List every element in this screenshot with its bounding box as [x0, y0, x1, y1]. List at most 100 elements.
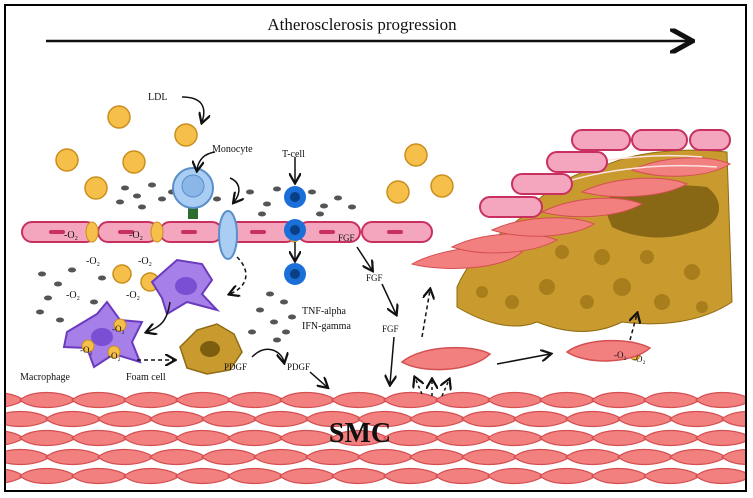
smc-cell: [539, 391, 598, 409]
cytokine-dots: [36, 182, 356, 343]
smc-cell: [149, 448, 208, 466]
smc-cell: [279, 429, 338, 447]
macrophage-label: Macrophage: [20, 372, 71, 383]
smc-cell: [435, 391, 494, 409]
o2-label: -O₂: [108, 351, 121, 361]
o2-label: -O₂: [633, 354, 646, 364]
endothelial-nucleus: [387, 230, 403, 234]
smc-cell: [487, 429, 546, 447]
smc-cell: [669, 448, 728, 466]
cytokine-dot: [288, 314, 296, 320]
smc-cell: [695, 467, 745, 485]
monocyte-label: Monocyte: [212, 144, 253, 155]
migrating-smc: [400, 339, 652, 371]
o2-label: -O₂: [614, 350, 627, 360]
ldl-particle: [122, 150, 146, 174]
smc-cell: [461, 448, 520, 466]
smc-cell: [565, 410, 624, 428]
cytokine-dot: [273, 186, 281, 192]
cytokine-dot: [270, 319, 278, 325]
smc-cell: [643, 391, 702, 409]
smc-cell: [71, 429, 130, 447]
smc-cell: [617, 448, 676, 466]
smc-cell: [591, 391, 650, 409]
smc-cell: [19, 467, 78, 485]
smc-cell: [643, 429, 702, 447]
smc-cell: [175, 391, 234, 409]
plaque: [456, 149, 733, 332]
smc-cell: [123, 391, 182, 409]
smc-cell: [487, 467, 546, 485]
smc-cell: [45, 410, 104, 428]
cytokine-dot: [121, 185, 129, 191]
smc-cell: [279, 467, 338, 485]
smc-cell: [6, 410, 52, 428]
ldl-particles: [55, 105, 454, 292]
atherosclerosis-diagram: Atherosclerosis progression SMC: [6, 15, 745, 485]
smc-cell: [331, 391, 390, 409]
cytokine-dot: [256, 307, 264, 313]
monocyte: [172, 167, 238, 260]
ldl-particle: [112, 264, 132, 284]
smc-cell: [175, 429, 234, 447]
smc-cell: [409, 448, 468, 466]
cytokine-dot: [248, 329, 256, 335]
elevated-endothelium: [479, 129, 731, 218]
cytokine-dot: [54, 281, 62, 287]
cytokine-dot: [282, 329, 290, 335]
smc-cell: [435, 429, 494, 447]
smc-cell: [253, 410, 312, 428]
smc-cell: [591, 429, 650, 447]
tcell-label: T-cell: [282, 149, 305, 160]
smc-cell: [383, 429, 442, 447]
foam-cell: [179, 323, 243, 375]
smc-cell: [409, 410, 468, 428]
endothelial-nucleus: [319, 230, 335, 234]
progression-arrow: Atherosclerosis progression: [46, 15, 690, 41]
progression-title: Atherosclerosis progression: [267, 15, 457, 34]
o2-label: -O₂: [66, 290, 80, 301]
o2-label: -O₂: [64, 230, 78, 241]
macrophage-cells: [62, 258, 221, 369]
smc-cell: [617, 410, 676, 428]
endothelium: [21, 221, 433, 243]
smc-cell: [721, 411, 745, 427]
endothelial-nucleus: [49, 230, 65, 234]
smc-cell: [71, 391, 130, 409]
cytokine-dot: [246, 189, 254, 195]
smc-cell: [19, 391, 78, 409]
smc-cell: [97, 410, 156, 428]
cytokine-dot: [68, 267, 76, 273]
cytokine-dot: [258, 211, 266, 217]
endothelial-nucleus: [250, 230, 266, 234]
ldl-particle: [174, 123, 198, 147]
tnf-alpha-label: TNF-alpha: [302, 306, 346, 317]
o2-label: -O₂: [138, 256, 152, 267]
smc-cell: [643, 467, 702, 485]
cytokine-dot: [56, 317, 64, 323]
cytokine-dot: [334, 195, 342, 201]
smc-cell: [97, 448, 156, 466]
smc-cell: [357, 448, 416, 466]
endothelial-nucleus: [181, 230, 197, 234]
ldl-label: LDL: [148, 92, 167, 103]
smc-cell: [487, 391, 546, 409]
cytokine-dot: [44, 295, 52, 301]
endothelial-nucleus: [118, 230, 134, 234]
ldl-particle: [55, 148, 79, 172]
cytokine-dot: [133, 193, 141, 199]
smc-cell: [513, 410, 572, 428]
cytokine-dot: [266, 291, 274, 297]
smc-cell: [123, 429, 182, 447]
smc-cell: [201, 448, 260, 466]
cytokine-dot: [158, 196, 166, 202]
junction: [150, 221, 164, 243]
cytokine-dot: [348, 204, 356, 210]
cytokine-dot: [320, 203, 328, 209]
smc-cell: [149, 410, 208, 428]
o2-label: -O₂: [86, 256, 100, 267]
smc-cell: [253, 448, 312, 466]
cytokine-dot: [38, 271, 46, 277]
smc-label: SMC: [329, 418, 391, 449]
cytokine-dot: [148, 182, 156, 188]
